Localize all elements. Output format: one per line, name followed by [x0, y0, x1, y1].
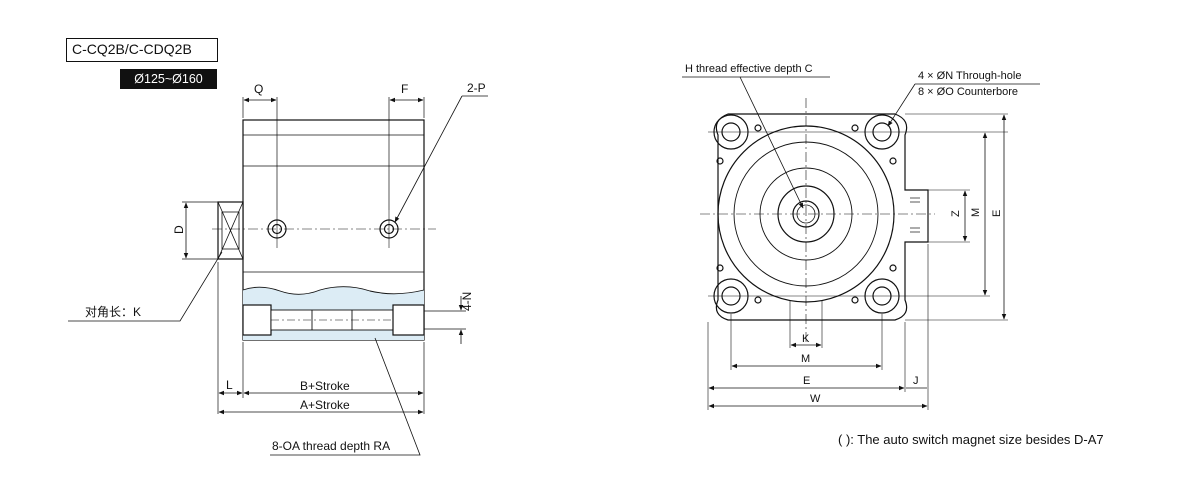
dim-b-stroke: B+Stroke [300, 379, 350, 393]
dim-e-right: E [991, 210, 1003, 217]
front-body [715, 113, 929, 321]
dim-a-stroke: A+Stroke [300, 398, 350, 412]
front-view-labels: H thread effective depth C 4 × ØN Throug… [685, 63, 1021, 405]
dim-w: W [810, 393, 821, 405]
dim-4n: 4-N [460, 292, 474, 311]
dim-l: L [226, 378, 233, 392]
dim-z: Z [950, 210, 962, 217]
dim-j: J [913, 375, 919, 387]
label-counterbore: 8 × ØO Counterbore [918, 86, 1018, 98]
model-label: C-CQ2B/C-CDQ2B [66, 38, 218, 62]
label-8oa: 8-OA thread depth RA [272, 439, 390, 453]
label-through-hole: 4 × ØN Through-hole [918, 70, 1021, 82]
dim-m-bottom: M [801, 353, 810, 365]
dim-q: Q [254, 82, 263, 96]
dim-m-right: M [970, 208, 982, 217]
dim-k-bottom: K [802, 333, 810, 345]
dim-d: D [172, 225, 186, 234]
footnote: ( ): The auto switch magnet size besides… [838, 432, 1104, 447]
dim-2p: 2-P [467, 81, 486, 95]
bore-range-tag: Ø125~Ø160 [120, 69, 217, 89]
side-view [68, 95, 488, 456]
side-view-labels: Q F 2-P D 对角长：K 4-N L B+Stroke A+Stroke … [85, 81, 486, 453]
label-h-thread: H thread effective depth C [685, 63, 813, 75]
dim-k: 对角长：K [85, 305, 141, 319]
front-view [682, 76, 1040, 410]
dim-e-bottom: E [803, 375, 810, 387]
dim-f: F [401, 82, 408, 96]
